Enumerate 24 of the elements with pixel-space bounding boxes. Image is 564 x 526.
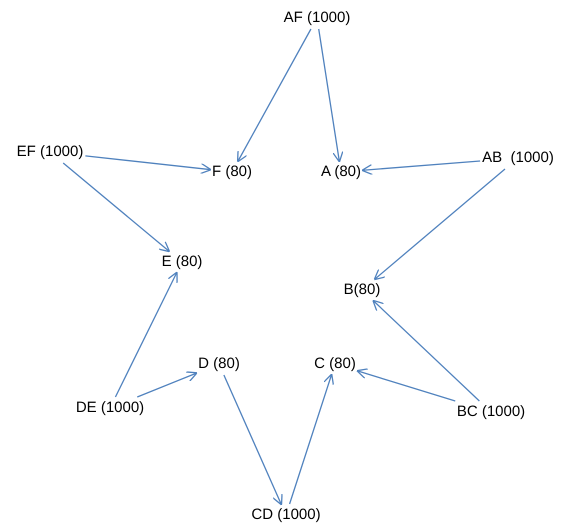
node-label: EF (1000) (16, 143, 84, 161)
arrow (288, 373, 334, 504)
node-label: CD (1000) (251, 506, 321, 524)
node-label: E (80) (162, 253, 202, 271)
arrow (318, 28, 344, 163)
node-label: F (80) (212, 163, 252, 181)
arrow (223, 374, 283, 506)
arrow (85, 155, 212, 174)
node-label: D (80) (198, 355, 240, 373)
arrow (374, 168, 506, 280)
node-label: C (80) (314, 355, 356, 373)
arrow (236, 28, 312, 163)
node-label: AF (1000) (284, 9, 350, 27)
node-label: DE (1000) (76, 399, 144, 417)
node-label: B(80) (344, 281, 380, 299)
arrow (372, 300, 480, 402)
node-label: BC (1000) (456, 403, 526, 421)
arrow (356, 368, 456, 402)
arrow (62, 162, 170, 252)
node-label: A (80) (320, 163, 362, 181)
arrow (361, 160, 480, 176)
arrow (137, 371, 198, 398)
node-label: AB (1000) (482, 149, 554, 167)
arrow (114, 271, 178, 398)
